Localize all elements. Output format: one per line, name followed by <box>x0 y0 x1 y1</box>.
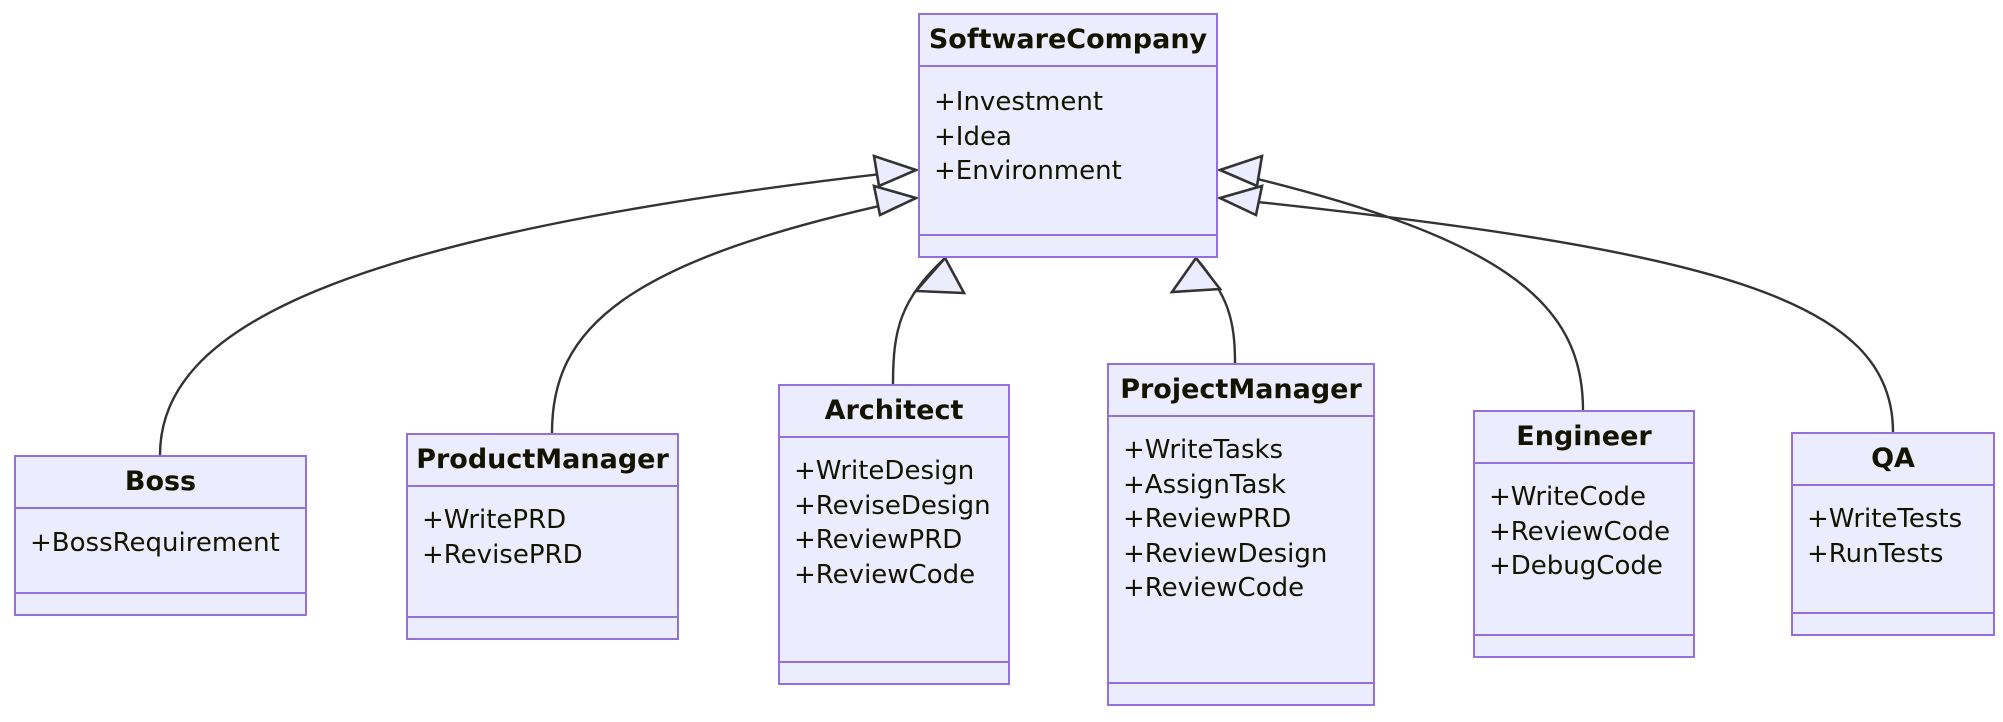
class-methods-qa <box>1793 614 1993 634</box>
class-attribute: +Environment <box>934 156 1122 187</box>
class-attribute: +ReviewCode <box>1123 573 1305 604</box>
class-title-engineer: Engineer <box>1475 412 1693 464</box>
class-node-qa[interactable]: QA +WriteTests +RunTests <box>1791 432 1995 636</box>
class-attributes-project-manager: +WriteTasks +AssignTask +ReviewPRD +Revi… <box>1109 417 1373 684</box>
class-attributes-product-manager: +WritePRD +RevisePRD <box>408 487 677 618</box>
class-node-product-manager[interactable]: ProductManager +WritePRD +RevisePRD <box>406 433 679 640</box>
class-attribute: +ReviewCode <box>794 559 976 590</box>
class-methods-product-manager <box>408 618 677 638</box>
class-attribute: +WriteCode <box>1489 482 1646 512</box>
class-attribute: +ReviseDesign <box>794 490 991 521</box>
class-methods-software-company <box>920 236 1216 256</box>
class-node-architect[interactable]: Architect +WriteDesign +ReviseDesign +Re… <box>778 384 1010 685</box>
class-title-product-manager: ProductManager <box>408 435 677 487</box>
class-attribute: +Idea <box>934 121 1012 152</box>
class-node-project-manager[interactable]: ProjectManager +WriteTasks +AssignTask +… <box>1107 363 1375 706</box>
class-node-software-company[interactable]: SoftwareCompany +Investment +Idea +Envir… <box>918 13 1218 258</box>
class-attribute: +WriteTasks <box>1123 435 1284 465</box>
class-title-architect: Architect <box>780 386 1008 438</box>
class-attribute: +ReviewDesign <box>1123 538 1328 569</box>
class-attribute: +AssignTask <box>1123 469 1286 500</box>
class-attribute: +Investment <box>934 87 1104 117</box>
class-attribute: +RunTests <box>1807 538 1944 569</box>
class-node-engineer[interactable]: Engineer +WriteCode +ReviewCode +DebugCo… <box>1473 410 1695 658</box>
class-title-project-manager: ProjectManager <box>1109 365 1373 417</box>
class-attribute: +WriteTests <box>1807 504 1963 534</box>
class-methods-engineer <box>1475 636 1693 656</box>
class-attributes-boss: +BossRequirement <box>16 509 305 594</box>
class-attributes-engineer: +WriteCode +ReviewCode +DebugCode <box>1475 464 1693 636</box>
class-title-boss: Boss <box>16 457 305 509</box>
class-attributes-software-company: +Investment +Idea +Environment <box>920 67 1216 236</box>
class-attribute: +DebugCode <box>1489 551 1663 582</box>
class-attribute: +BossRequirement <box>30 528 280 558</box>
class-attribute: +RevisePRD <box>422 539 583 570</box>
class-attribute: +ReviewCode <box>1489 516 1671 547</box>
edge-project-manager-to-software-company <box>1169 255 1237 364</box>
class-attribute: +WriteDesign <box>794 456 975 486</box>
class-title-qa: QA <box>1793 434 1993 486</box>
class-attributes-architect: +WriteDesign +ReviseDesign +ReviewPRD +R… <box>780 438 1008 663</box>
class-methods-boss <box>16 594 305 614</box>
class-attribute: +WritePRD <box>422 505 567 535</box>
class-methods-architect <box>780 663 1008 683</box>
class-attribute: +ReviewPRD <box>1123 504 1292 535</box>
class-title-software-company: SoftwareCompany <box>920 15 1216 67</box>
class-attributes-qa: +WriteTests +RunTests <box>1793 486 1993 614</box>
class-methods-project-manager <box>1109 684 1373 704</box>
class-attribute: +ReviewPRD <box>794 525 963 556</box>
edge-architect-to-software-company <box>891 255 967 385</box>
class-node-boss[interactable]: Boss +BossRequirement <box>14 455 307 616</box>
